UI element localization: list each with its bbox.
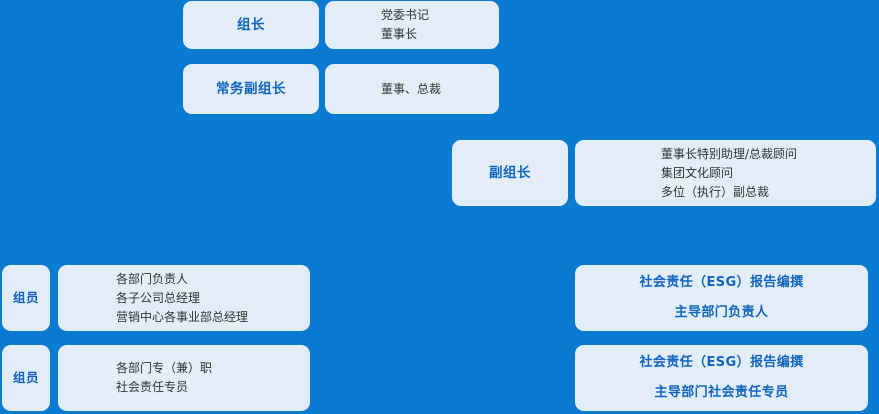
esg-text: 社会责任（ESG）报告编撰 主导部门社会责任专员 [639,355,804,400]
detail-card-member-2[interactable]: 各部门专（兼）职 社会责任专员 [58,345,310,411]
role-label: 组长 [237,16,265,33]
role-card-standing-deputy-leader[interactable]: 常务副组长 [183,64,319,114]
esg-card-member-1[interactable]: 社会责任（ESG）报告编撰 主导部门负责人 [575,265,868,331]
role-card-member-1[interactable]: 组员 [2,265,50,331]
detail-card-deputy-leader[interactable]: 董事长特别助理/总裁顾问 集团文化顾问 多位（执行）副总裁 [575,140,876,206]
role-label: 组员 [12,290,39,306]
detail-card-standing-deputy-leader[interactable]: 董事、总裁 [325,64,499,114]
detail-text: 党委书记 董事长 [381,8,430,41]
role-label: 组员 [12,370,39,386]
role-card-member-2[interactable]: 组员 [2,345,50,411]
detail-text: 各部门专（兼）职 社会责任专员 [116,361,213,394]
role-card-group-leader[interactable]: 组长 [183,1,319,49]
detail-text: 董事、总裁 [381,81,442,96]
esg-text: 社会责任（ESG）报告编撰 主导部门负责人 [639,275,804,320]
detail-card-group-leader[interactable]: 党委书记 董事长 [325,1,499,49]
esg-card-member-2[interactable]: 社会责任（ESG）报告编撰 主导部门社会责任专员 [575,345,868,411]
detail-card-member-1[interactable]: 各部门负责人 各子公司总经理 营销中心各事业部总经理 [58,265,310,331]
role-card-deputy-leader[interactable]: 副组长 [452,140,568,206]
detail-text: 董事长特别助理/总裁顾问 集团文化顾问 多位（执行）副总裁 [661,146,798,199]
role-label: 副组长 [489,164,531,181]
detail-text: 各部门负责人 各子公司总经理 营销中心各事业部总经理 [116,271,249,324]
role-label: 常务副组长 [216,80,286,97]
